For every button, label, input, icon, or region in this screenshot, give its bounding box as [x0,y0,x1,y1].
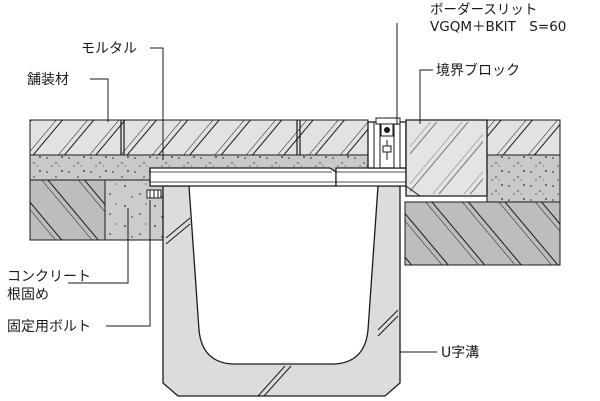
label-border-slit: ボーダースリット [430,2,537,18]
leader-mortar [150,47,164,160]
label-fixing-bolt: 固定用ボルト [7,319,91,335]
label-paving: 舗装材 [27,72,69,88]
leader-paving [90,78,109,122]
label-u-ditch: U字溝 [441,345,479,361]
leader-border-block [419,69,433,124]
label-mortar: モルタル [81,41,137,57]
border-block [405,119,488,197]
u-ditch [162,185,401,397]
label-border-slit-model: VGQM＋BKIT S=60 [430,19,566,35]
leader-bolt [106,200,151,327]
leader-concrete [68,208,129,284]
leader-lines [68,23,437,353]
fixing-bolt-shape [146,189,162,199]
concrete-foundation [104,179,164,241]
border-slit-assembly [149,117,407,187]
paving-layer [29,119,561,156]
label-border-block: 境界ブロック [436,62,520,79]
label-foundation: 根固め [7,287,49,303]
label-concrete: コンクリート [7,269,91,285]
